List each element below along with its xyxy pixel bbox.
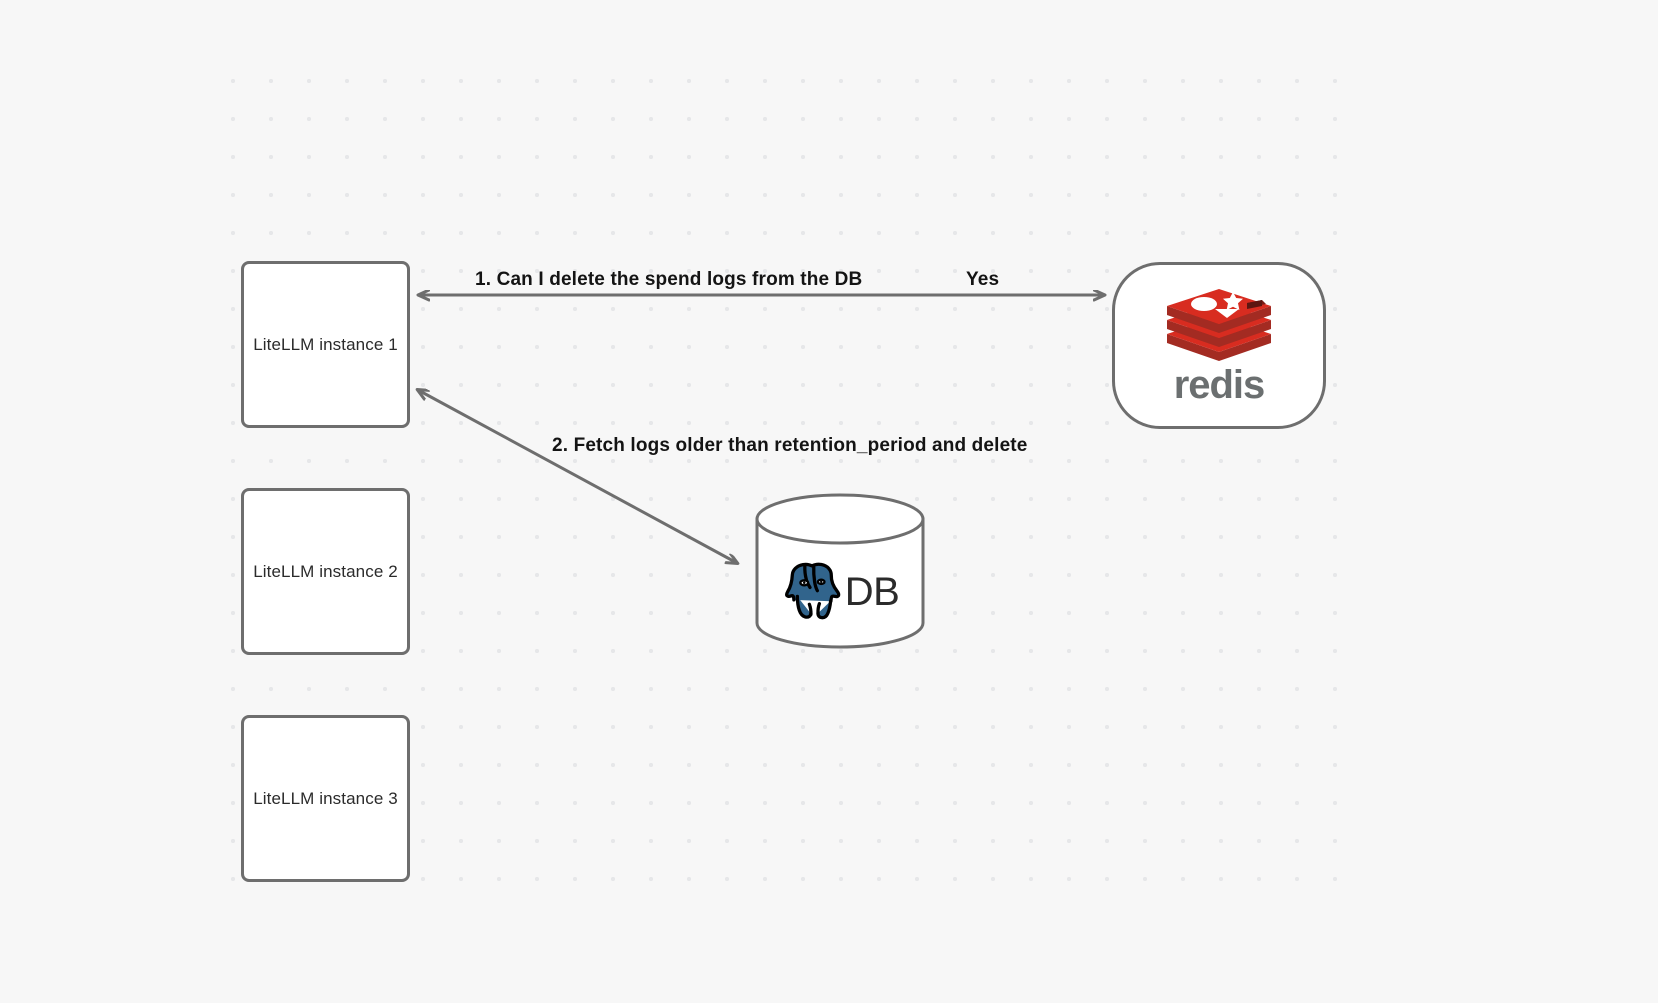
node-label: LiteLLM instance 2 [253, 561, 398, 581]
node-label: LiteLLM instance 1 [253, 334, 398, 354]
redis-wordmark: redis [1173, 362, 1266, 407]
edge-label-fetch-delete: 2. Fetch logs older than retention_perio… [552, 435, 1028, 456]
node-redis[interactable]: redis [1112, 262, 1326, 429]
cylinder-shape [755, 493, 925, 649]
database-label: DB [844, 570, 900, 614]
node-litellm-instance-2[interactable]: LiteLLM instance 2 [241, 488, 410, 655]
postgresql-elephant-icon [784, 562, 840, 620]
node-litellm-instance-1[interactable]: LiteLLM instance 1 [241, 261, 410, 428]
node-litellm-instance-3[interactable]: LiteLLM instance 3 [241, 715, 410, 882]
redis-logo-icon [1167, 288, 1271, 361]
edge-label-question: 1. Can I delete the spend logs from the … [475, 269, 863, 290]
edge-label-reply: Yes [966, 269, 1000, 290]
node-database[interactable]: DB [754, 492, 926, 650]
node-label: LiteLLM instance 3 [253, 788, 398, 808]
edge-litellm1-database [418, 390, 737, 563]
